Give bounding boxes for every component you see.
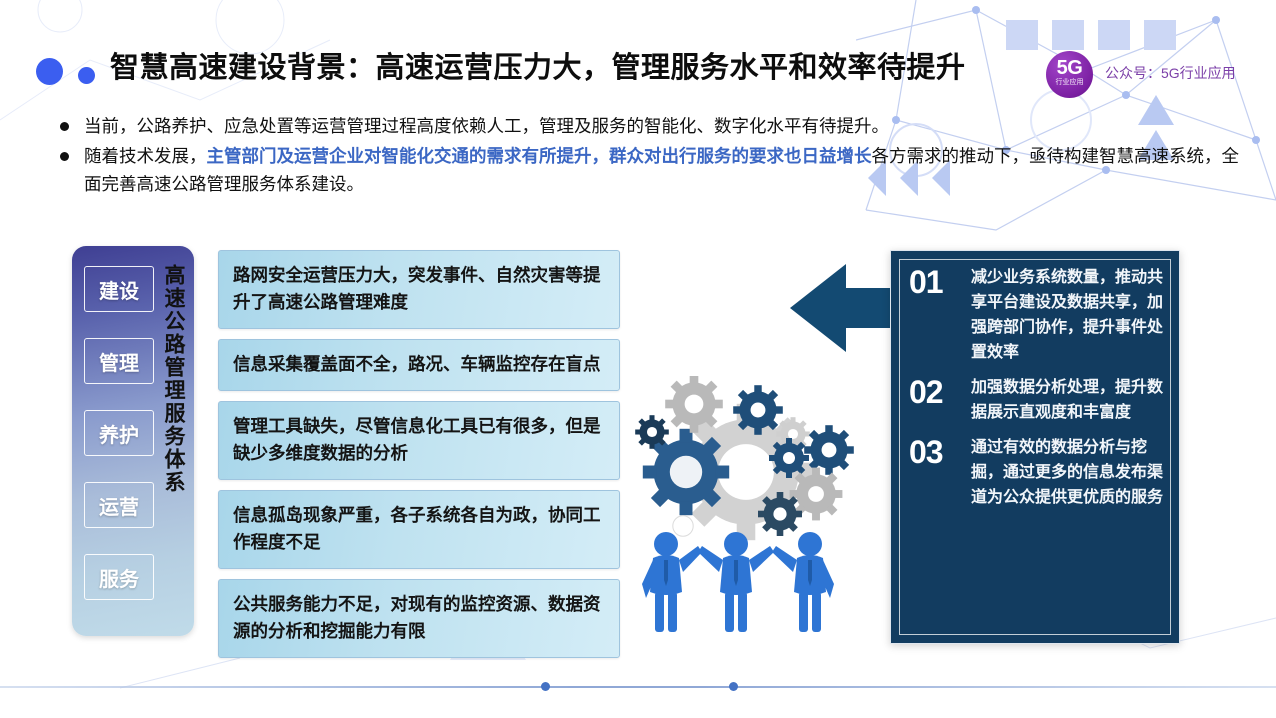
spine-chip-1[interactable]: 管理: [84, 338, 154, 384]
wechat-account-label: 公众号：5G行业应用: [1105, 65, 1236, 81]
solution-item[interactable]: 03 通过有效的数据分析与挖掘，通过更多的信息发布渠道为公众提供更优质的服务: [909, 435, 1165, 510]
bullet-highlight-text: 主管部门及运营企业对智能化交通的需求有所提升，群众对出行服务的要求也日益增长: [206, 146, 872, 166]
gears-and-people-illustration: [635, 376, 854, 632]
bullet-item: 当前，公路养护、应急处置等运营管理过程高度依赖人工，管理及服务的智能化、数字化水…: [48, 112, 1248, 140]
footer-divider: [0, 686, 1276, 688]
solution-number: 01: [909, 264, 944, 300]
bullet-text: 随着技术发展，: [84, 146, 207, 166]
title-dot-large-icon: [36, 58, 63, 85]
left-arrow-icon: [790, 264, 920, 352]
spine-chip-0[interactable]: 建设: [84, 266, 154, 312]
spine-chip-3[interactable]: 运营: [84, 482, 154, 528]
problem-card[interactable]: 路网安全运营压力大，突发事件、自然灾害等提升了高速公路管理难度: [218, 250, 620, 329]
solution-item[interactable]: 01 减少业务系统数量，推动共享平台建设及数据共享，加强跨部门协作，提升事件处置…: [909, 265, 1165, 365]
panel-inner-border: [899, 259, 1171, 635]
people-group: [642, 532, 834, 632]
solution-text: 加强数据分析处理，提升数据展示直观度和丰富度: [971, 379, 1164, 421]
spine-chip-2[interactable]: 养护: [84, 410, 154, 456]
solution-number: 03: [909, 434, 944, 470]
solutions-panel: 01 减少业务系统数量，推动共享平台建设及数据共享，加强跨部门协作，提升事件处置…: [890, 250, 1180, 644]
problem-card-list: 路网安全运营压力大，突发事件、自然灾害等提升了高速公路管理难度 信息采集覆盖面不…: [218, 250, 620, 668]
spine-vertical-label: 高速公路管理服务体系: [162, 264, 185, 494]
footer-dot-right-icon: [729, 682, 738, 691]
problem-card[interactable]: 公共服务能力不足，对现有的监控资源、数据资源的分析和挖掘能力有限: [218, 579, 620, 658]
badge-5g-main: 5G: [1056, 57, 1083, 79]
title-bar: 智慧高速建设背景：高速运营压力大，管理服务水平和效率待提升 5G 行业应用 公众…: [0, 22, 1276, 98]
problem-card[interactable]: 信息采集覆盖面不全，路况、车辆监控存在盲点: [218, 339, 620, 391]
bullet-list: 当前，公路养护、应急处置等运营管理过程高度依赖人工，管理及服务的智能化、数字化水…: [48, 112, 1248, 200]
bullet-text: 当前，公路养护、应急处置等运营管理过程高度依赖人工，管理及服务的智能化、数字化水…: [84, 116, 889, 136]
footer-dot-left-icon: [541, 682, 550, 691]
system-spine: 建设 管理 养护 运营 服务 高速公路管理服务体系: [72, 246, 194, 636]
bullet-text: 各方需求的推动下，亟待构建智慧高速系统，全面完善高速公路管理服务体系建设。: [84, 146, 1239, 194]
solution-list: 01 减少业务系统数量，推动共享平台建设及数据共享，加强跨部门协作，提升事件处置…: [909, 265, 1165, 520]
bullet-item: 随着技术发展，主管部门及运营企业对智能化交通的需求有所提升，群众对出行服务的要求…: [48, 142, 1248, 198]
title-dot-small-icon: [78, 67, 95, 84]
solution-number: 02: [909, 374, 944, 410]
page-title: 智慧高速建设背景：高速运营压力大，管理服务水平和效率待提升: [110, 52, 966, 84]
solution-item[interactable]: 02 加强数据分析处理，提升数据展示直观度和丰富度: [909, 375, 1165, 425]
badge-5g: 5G 行业应用: [1046, 51, 1093, 98]
spine-chip-4[interactable]: 服务: [84, 554, 154, 600]
problem-card[interactable]: 管理工具缺失，尽管信息化工具已有很多，但是缺少多维度数据的分析: [218, 401, 620, 480]
solution-text: 通过有效的数据分析与挖掘，通过更多的信息发布渠道为公众提供更优质的服务: [971, 439, 1164, 506]
badge-5g-sub: 行业应用: [1055, 79, 1084, 86]
problem-card[interactable]: 信息孤岛现象严重，各子系统各自为政，协同工作程度不足: [218, 490, 620, 569]
solution-text: 减少业务系统数量，推动共享平台建设及数据共享，加强跨部门协作，提升事件处置效率: [971, 269, 1164, 361]
